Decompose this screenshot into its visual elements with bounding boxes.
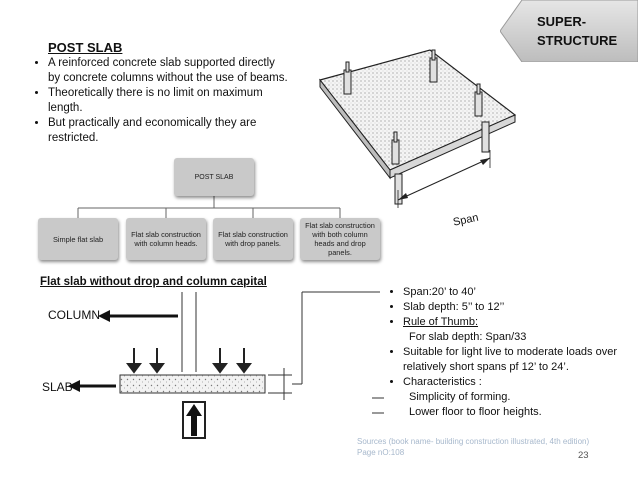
- spec-item: Lower floor to floor heights.: [409, 406, 542, 418]
- badge-line-1: SUPER-: [537, 14, 587, 29]
- header-badge-shape: [500, 0, 638, 62]
- org-chart-root: POST SLAB: [174, 158, 254, 196]
- dash-markers: [372, 397, 384, 414]
- specs-list: Span:20’ to 40’ Slab depth: 5’’ to 12’’ …: [385, 285, 638, 420]
- spec-item: For slab depth: Span/33: [409, 331, 527, 343]
- bullet-item: A reinforced concrete slab supported dir…: [48, 56, 288, 86]
- org-chart-child: Simple flat slab: [38, 218, 118, 260]
- org-chart-child: Flat slab construction with column heads…: [126, 218, 206, 260]
- post-slab-title: POST SLAB: [48, 40, 123, 55]
- bullet-item: But practically and economically they ar…: [48, 116, 288, 146]
- spec-item: Suitable for light live to moderate load…: [403, 345, 638, 375]
- source-line-1: Sources (book name- building constructio…: [357, 437, 590, 446]
- source-citation: Sources (book name- building constructio…: [357, 436, 589, 458]
- spec-item: Slab depth: 5’’ to 12’’: [403, 300, 638, 315]
- bullet-item: Theoretically there is no limit on maxim…: [48, 86, 288, 116]
- spec-item: Simplicity of forming.: [409, 391, 511, 403]
- column-label: COLUMN: [48, 308, 101, 322]
- spec-item: Characteristics :: [403, 375, 638, 390]
- section-badge: SUPER- STRUCTURE: [537, 12, 637, 50]
- slab-label: SLAB: [42, 380, 73, 394]
- flat-slab-illustration: [318, 49, 517, 208]
- post-slab-bullets: A reinforced concrete slab supported dir…: [34, 56, 288, 146]
- org-chart-child: Flat slab construction with both column …: [300, 218, 380, 260]
- source-line-2: Page nO:108: [357, 448, 405, 457]
- org-chart-child: Flat slab construction with drop panels.: [213, 218, 293, 260]
- section-subtitle: Flat slab without drop and column capita…: [40, 276, 267, 288]
- page-number: 23: [578, 450, 589, 461]
- spec-item: Rule of Thumb:: [403, 315, 638, 330]
- badge-line-2: STRUCTURE: [537, 33, 618, 48]
- spec-item: Span:20’ to 40’: [403, 285, 638, 300]
